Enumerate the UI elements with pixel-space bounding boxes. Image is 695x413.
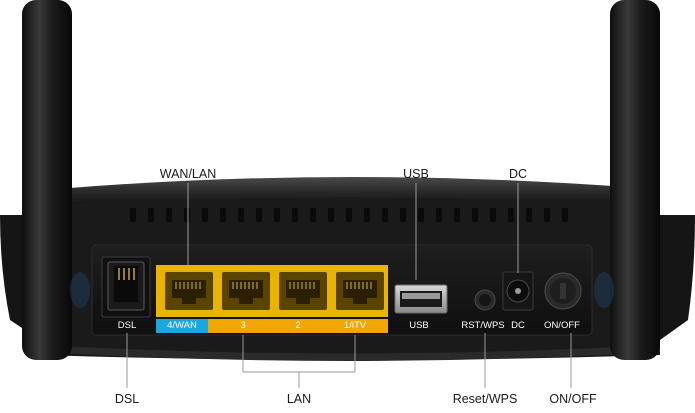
port-label-dc: DC [511,320,525,331]
callout-on-off: ON/OFF [549,392,597,406]
left-antenna [22,0,72,360]
callout-dsl: DSL [114,392,140,406]
port-label-onoff: ON/OFF [544,320,580,331]
power-button [544,272,582,310]
port-label-lan3: 3 [240,320,246,331]
dc-jack [502,271,534,311]
ethernet-ports [156,265,388,317]
vent-slots [130,208,568,222]
port-label-lan1: 1/iTV [343,320,367,331]
port-label-usb: USB [409,320,429,331]
port-label-wan: 4/WAN [167,320,197,331]
callout-reset-wps: Reset/WPS [452,392,518,406]
reset-button [474,289,496,311]
callout-dc: DC [508,167,528,181]
callout-lan: LAN [286,392,312,406]
port-label-lan2: 2 [295,320,301,331]
right-antenna [610,0,660,360]
callout-wan-lan: WAN/LAN [159,167,217,181]
lan-strip [208,319,388,333]
port-label-dsl: DSL [117,320,137,331]
usb-port [394,284,448,314]
callout-lines [126,183,572,388]
callout-usb: USB [403,167,429,181]
port-label-rst: RST/WPS [461,320,505,331]
dsl-port [101,256,151,318]
wan-strip [156,319,208,333]
